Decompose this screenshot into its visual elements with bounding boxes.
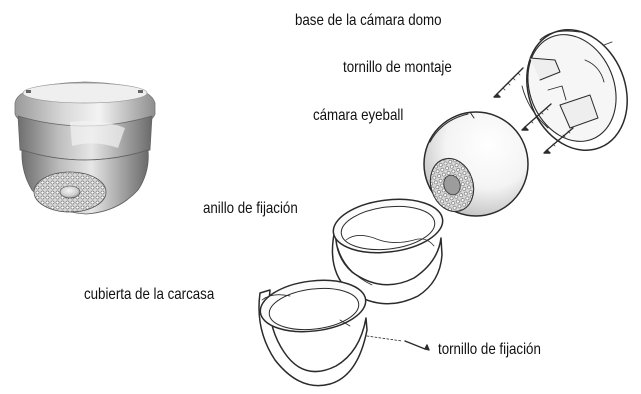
label-dome-base: base de la cámara domo [295, 12, 442, 29]
label-housing-cover: cubierta de la carcasa [84, 286, 215, 303]
label-fixing-screw: tornillo de fijación [438, 341, 541, 358]
label-mounting-screw: tornillo de montaje [343, 59, 452, 76]
housing-cover-drawing [258, 279, 368, 387]
dome-camera-base-drawing [521, 29, 628, 151]
mounting-screws [493, 67, 574, 154]
label-fixing-ring: anillo de fijación [203, 200, 298, 217]
fixing-screw [366, 335, 430, 351]
label-eyeball-camera: cámara eyeball [313, 107, 403, 124]
eyeball-camera-drawing [423, 111, 529, 217]
assembled-dome-camera [14, 81, 156, 215]
